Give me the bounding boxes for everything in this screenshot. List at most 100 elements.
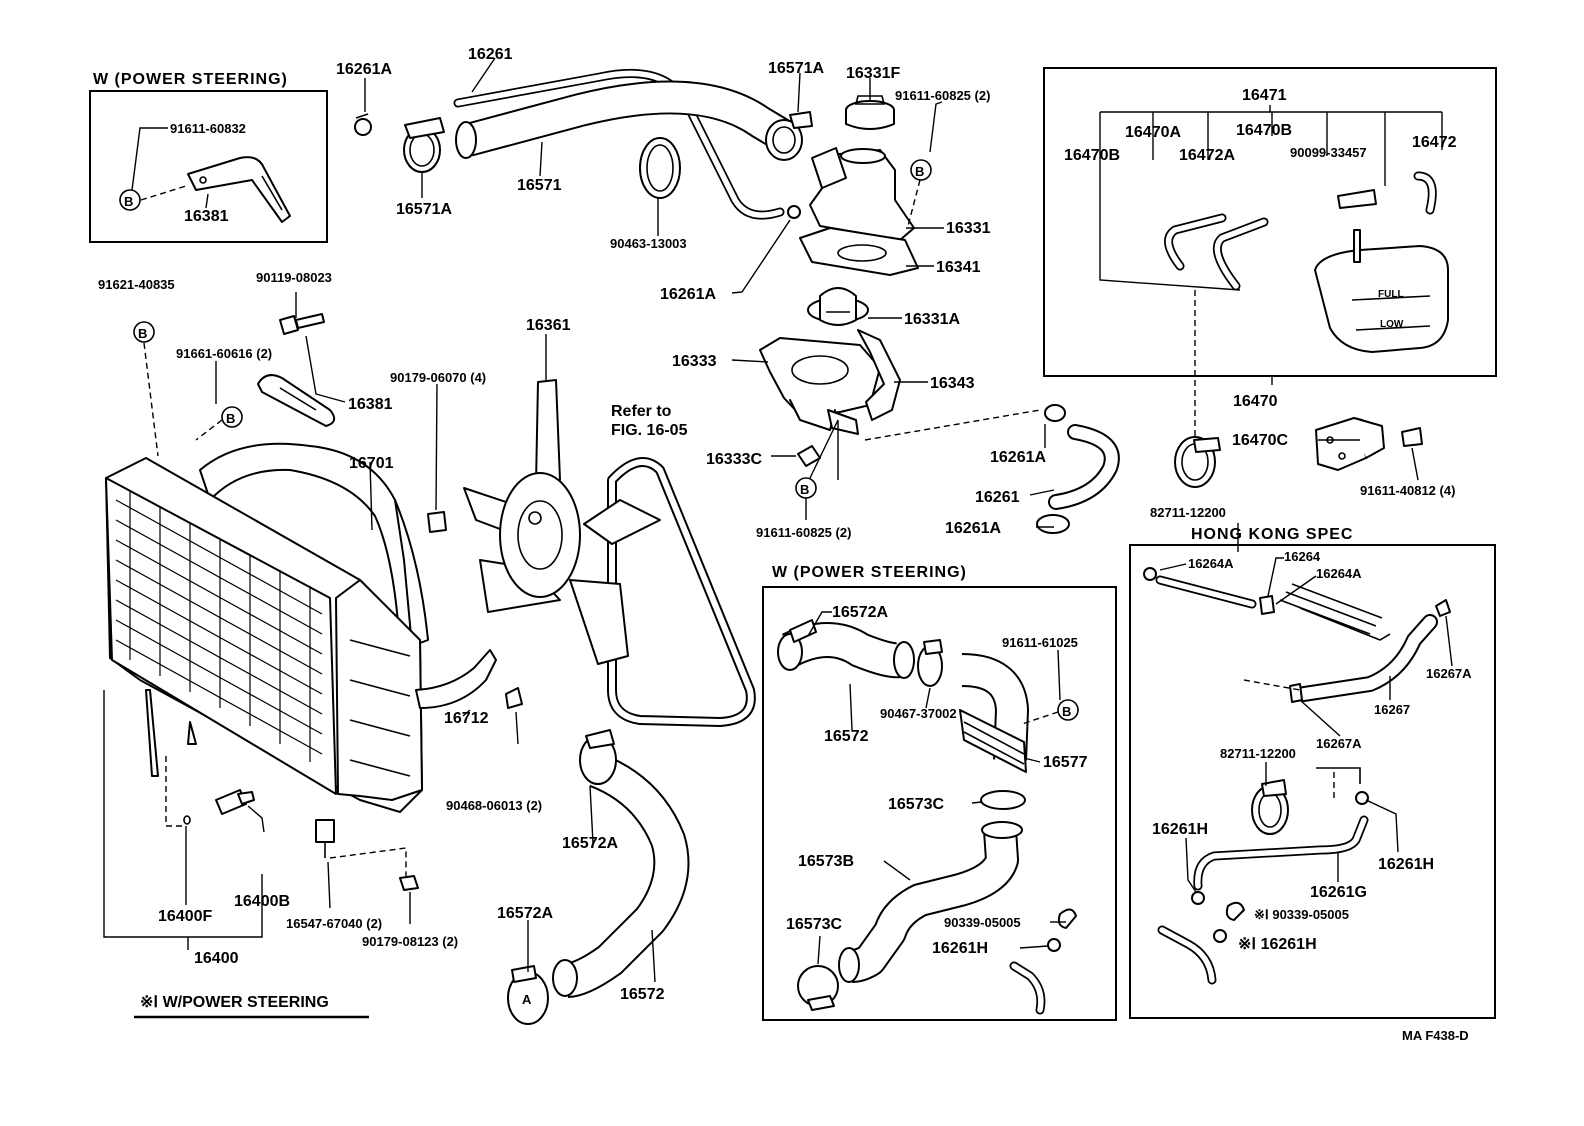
label-16267A: 16267A	[1316, 736, 1362, 751]
label-16261H-hk: ※Ⅰ 16261H	[1238, 936, 1317, 953]
bolt-marker-outlet: B	[910, 159, 932, 181]
label-16400F: 16400F	[158, 908, 212, 925]
label-90339-05005-hk: ※Ⅰ 90339-05005	[1254, 907, 1349, 922]
hose-16571-drawing	[455, 80, 799, 159]
label-16267: 16267	[1374, 702, 1410, 717]
label-16261G: 16261G	[1310, 884, 1367, 901]
label-90119-08023: 90119-08023	[256, 270, 332, 285]
label-16341: 16341	[936, 259, 981, 276]
label-16470A: 16470A	[1125, 124, 1181, 141]
label-16547-67040: 16547-67040 (2)	[286, 916, 382, 931]
drain-gasket-16400F	[183, 815, 191, 825]
label-91611-60825-bottom: 91611-60825 (2)	[756, 525, 851, 540]
label-16572A-bottom: 16572A	[497, 905, 553, 922]
label-91611-61025: 91611-61025	[1002, 635, 1078, 650]
section-title-power-steering-top: W (POWER STEERING)	[93, 71, 288, 88]
label-16264: 16264	[1284, 549, 1321, 564]
label-16572A-lower: 16572A	[562, 835, 618, 852]
reservoir-frame	[1043, 67, 1497, 377]
label-16261H-hk-left: 16261H	[1152, 821, 1208, 838]
outlet-16331-drawing	[809, 147, 915, 241]
hose-16573B-drawing	[838, 821, 1023, 983]
label-16470: 16470	[1233, 393, 1278, 410]
hk-hose-16261H-drawing	[1157, 925, 1227, 985]
clamp-16572A-lower: A	[507, 965, 549, 1025]
hose-16470A-drawing	[1164, 213, 1269, 291]
label-16343: 16343	[930, 375, 975, 392]
clamp-82711-12200-drawing	[1174, 436, 1221, 488]
label-16400B: 16400B	[234, 893, 290, 910]
bolt-marker-91621: B	[133, 321, 155, 343]
label-16361: 16361	[526, 317, 571, 334]
label-16333C: 16333C	[706, 451, 762, 468]
stay-16381-drawing	[257, 374, 336, 427]
svg-text:B: B	[1062, 704, 1071, 719]
clamp-16573C-lower	[797, 965, 839, 1011]
label-16470B: 16470B	[1064, 147, 1120, 164]
label-16261-right: 16261	[975, 489, 1020, 506]
clamp-90467-37002-drawing	[917, 639, 943, 687]
label-16712: 16712	[444, 710, 489, 727]
svg-text:B: B	[915, 164, 924, 179]
nut-90179-08123-drawing	[399, 875, 419, 891]
label-16472: 16472	[1412, 134, 1457, 151]
bolt-marker-housing: B	[795, 477, 817, 499]
refer-line-2: FIG. 16-05	[611, 422, 688, 439]
tank-full-mark: FULL	[1378, 289, 1404, 300]
radiator-16400-drawing	[105, 457, 423, 813]
hk-fitting-drawing	[1316, 767, 1369, 805]
hose-16572-ps-drawing	[777, 622, 915, 679]
gasket-16343-drawing	[857, 329, 901, 421]
label-91611-60825-top: 91611-60825 (2)	[895, 88, 990, 103]
cock-16400B-drawing	[215, 789, 255, 815]
section-title-hong-kong: HONG KONG SPEC	[1191, 526, 1353, 543]
hk-clamp-82711-drawing	[1251, 779, 1289, 835]
hk-plug-90339-drawing	[1225, 901, 1245, 921]
housing-16333-drawing	[759, 337, 881, 435]
hk-hose-16267-drawing	[1289, 599, 1451, 703]
clamp-A-mark: A	[522, 992, 532, 1007]
label-90179-08123: 90179-08123 (2)	[362, 934, 458, 949]
clamp-16571A-left	[403, 117, 445, 173]
label-16470B-top: 16470B	[1236, 122, 1292, 139]
cap-16331F-drawing	[845, 95, 895, 130]
clamp-16572A-ps	[789, 619, 817, 643]
rubber-90179-06070-drawing	[427, 511, 447, 533]
clip-90468-drawing	[505, 687, 523, 709]
footnote: ※Ⅰ W/POWER STEERING	[140, 994, 329, 1011]
clamp-16261A-small	[787, 205, 801, 219]
label-16470C: 16470C	[1232, 432, 1288, 449]
hose-16261-right-drawing	[1048, 424, 1120, 510]
fan-16361-drawing	[463, 379, 661, 665]
label-16400: 16400	[194, 950, 239, 967]
bracket-16470C-drawing	[1315, 417, 1385, 471]
cushion-16547-drawing	[315, 819, 335, 858]
clamp-90463-13003	[639, 137, 681, 199]
label-16572-ps: 16572	[824, 728, 869, 745]
label-16381-stay: 16381	[348, 396, 393, 413]
cap-16472-drawing	[1337, 171, 1437, 215]
label-91611-60832: 91611-60832	[170, 121, 246, 136]
label-16577: 16577	[1043, 754, 1088, 771]
label-16261A-mid: 16261A	[660, 286, 716, 303]
label-90099-33457: 90099-33457	[1290, 145, 1367, 160]
label-16264A-hk-right: 16264A	[1316, 566, 1362, 581]
label-16261H-hk-right: 16261H	[1378, 856, 1434, 873]
label-16701: 16701	[349, 455, 394, 472]
svg-text:B: B	[800, 482, 809, 497]
label-91661-60616: 91661-60616 (2)	[176, 346, 272, 361]
section-title-power-steering-middle: W (POWER STEERING)	[772, 564, 967, 581]
hose-16572-lower-drawing	[552, 753, 690, 998]
bolt-marker-ps: B	[1057, 699, 1079, 721]
label-82711-12200-hk: 82711-12200	[1220, 746, 1296, 761]
label-16572-lower: 16572	[620, 986, 665, 1003]
label-90339-05005-ps: 90339-05005	[944, 915, 1021, 930]
label-16571A-left: 16571A	[396, 201, 452, 218]
label-16333: 16333	[672, 353, 717, 370]
thermostat-16331A-drawing	[807, 287, 869, 326]
belt-drawing	[607, 457, 756, 727]
label-90467-37002: 90467-37002	[880, 706, 957, 721]
bolt-90119-08023-drawing	[279, 313, 325, 335]
tank-low-mark: LOW	[1380, 319, 1404, 330]
